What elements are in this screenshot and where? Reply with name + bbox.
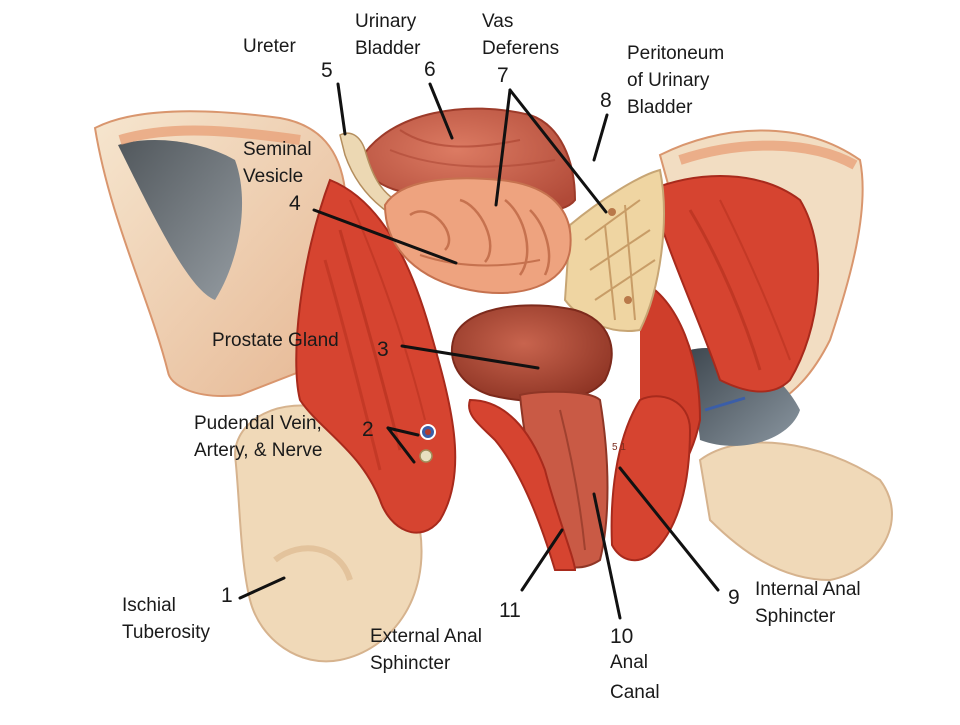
- label-pudendal-line-1: Pudendal Vein,: [194, 413, 322, 434]
- label-prostate-gland: Prostate Gland: [212, 330, 339, 351]
- leader-lines: [238, 82, 720, 620]
- label-anal-canal-line-2: Canal: [610, 682, 660, 703]
- leader-line-6: [428, 82, 454, 140]
- leader-line-8: [592, 113, 609, 162]
- peritoneum-shape: [563, 168, 665, 332]
- label-peritoneum-line-3: Bladder: [627, 97, 693, 118]
- left-hip-bone: [93, 110, 347, 397]
- label-internal-anal-sphincter: Internal Anal Sphincter: [755, 576, 861, 630]
- leader-line-11: [520, 528, 564, 592]
- marker-number-8: 8: [600, 89, 612, 112]
- marker-number-3: 3: [377, 338, 389, 361]
- label-peritoneum-line-1: Peritoneum: [627, 43, 725, 64]
- label-vas-deferens: Vas Deferens: [482, 8, 559, 62]
- marker-number-1: 1: [221, 584, 233, 607]
- leader-line-5: [336, 82, 347, 136]
- label-peritoneum: Peritoneum of Urinary Bladder: [627, 40, 724, 121]
- left-pelvic-floor-muscle: [295, 178, 457, 534]
- prostate-gland-shape: [450, 304, 613, 403]
- label-ischial-tuberosity-line-2: Tuberosity: [122, 622, 210, 643]
- marker-number-10: 10: [610, 625, 634, 648]
- label-ureter: Ureter: [243, 36, 296, 57]
- label-pudendal: Pudendal Vein, Artery, & Nerve: [194, 410, 322, 464]
- label-anal-canal: Anal Canal: [610, 648, 660, 708]
- marker-number-4: 4: [289, 192, 301, 215]
- leader-line-2b: [386, 426, 416, 464]
- label-ischial-tuberosity-line-1: Ischial: [122, 595, 176, 616]
- leader-line-4: [312, 208, 458, 265]
- label-external-anal-sphincter-line-2: Sphincter: [370, 653, 451, 674]
- marker-number-2: 2: [362, 418, 374, 441]
- model-marking: 5 1: [612, 442, 626, 453]
- marker-number-7: 7: [497, 64, 509, 87]
- pudendal-vessels-shape: [419, 424, 436, 463]
- label-seminal-vesicle-line-2: Vesicle: [243, 166, 304, 187]
- label-vas-deferens-line-2: Deferens: [482, 38, 560, 59]
- marker-number-6: 6: [424, 58, 436, 81]
- label-external-anal-sphincter-line-1: External Anal: [370, 626, 482, 647]
- marker-number-9: 9: [728, 586, 740, 609]
- label-internal-anal-sphincter-line-2: Sphincter: [755, 606, 836, 627]
- label-urinary-bladder-line-2: Bladder: [355, 38, 421, 59]
- leader-line-7b: [508, 88, 608, 214]
- marker-number-5: 5: [321, 59, 333, 82]
- label-internal-anal-sphincter-line-1: Internal Anal: [755, 579, 861, 600]
- label-seminal-vesicle: Seminal Vesicle: [243, 136, 312, 190]
- label-anal-canal-line-1: Anal: [610, 652, 649, 673]
- marker-number-11: 11: [499, 599, 521, 622]
- label-peritoneum-line-2: of Urinary: [627, 70, 710, 91]
- label-vas-deferens-line-1: Vas: [482, 11, 514, 32]
- label-seminal-vesicle-line-1: Seminal: [243, 139, 312, 160]
- leader-line-3: [400, 344, 540, 370]
- leader-line-1: [238, 576, 286, 600]
- label-urinary-bladder: Urinary Bladder: [355, 8, 421, 62]
- label-external-anal-sphincter: External Anal Sphincter: [370, 623, 482, 677]
- anal-canal-and-sphincters: 5 1: [468, 390, 692, 571]
- seminal-vesicle-shape: [383, 177, 572, 294]
- label-pudendal-line-2: Artery, & Nerve: [194, 440, 323, 461]
- leader-line-2a: [386, 426, 420, 437]
- ureter-shape: [339, 132, 397, 211]
- label-ischial-tuberosity: Ischial Tuberosity: [122, 592, 210, 646]
- leader-line-10: [592, 492, 622, 620]
- leader-line-9: [618, 466, 720, 592]
- label-urinary-bladder-line-1: Urinary: [355, 11, 417, 32]
- leader-line-7a: [494, 88, 512, 207]
- right-vessel-shape: [704, 396, 746, 412]
